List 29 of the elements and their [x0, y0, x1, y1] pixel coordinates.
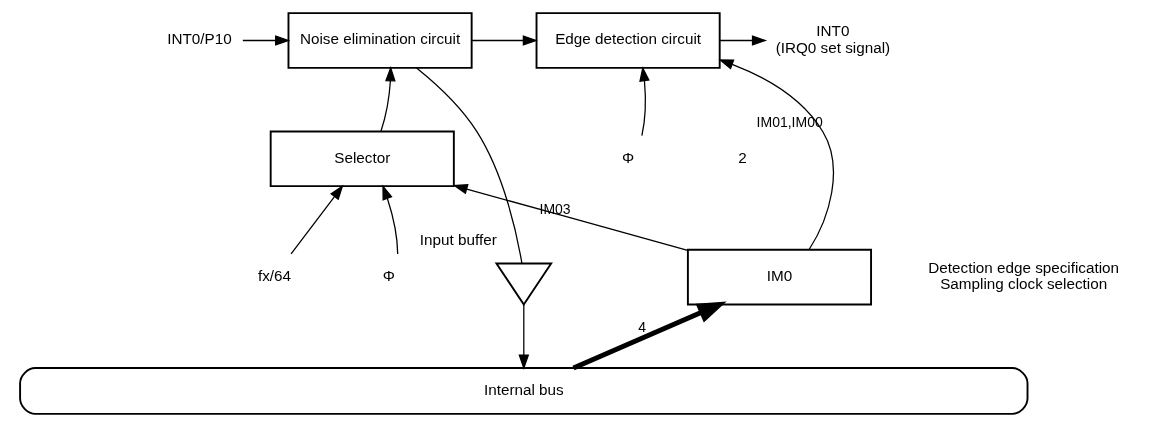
node-box: Selector — [269, 130, 455, 188]
node-triangle — [494, 262, 553, 307]
edge-label: 4 — [637, 319, 646, 336]
arrow — [717, 59, 834, 250]
node-box: Noise elimination circuit — [287, 12, 473, 69]
arrow — [571, 301, 727, 371]
arrow — [718, 35, 767, 46]
node-text: INT0 (IRQ0 set signal) — [775, 22, 890, 56]
node-text: fx/64 — [257, 267, 291, 285]
arrow — [289, 184, 343, 255]
node-box: Edge detection circuit — [535, 12, 721, 69]
arrow — [470, 35, 538, 46]
label: 2 — [737, 148, 747, 166]
node-text: Φ — [621, 148, 634, 166]
node-box: IM0 — [686, 248, 872, 306]
arrow — [241, 35, 290, 46]
node-text: Φ — [382, 267, 395, 285]
arrow — [638, 66, 650, 137]
arrow — [379, 66, 396, 132]
node-text: INT0/P10 — [166, 30, 232, 48]
node-label: Sampling clock selection — [939, 275, 1107, 293]
node-box: Internal bus — [18, 367, 1028, 415]
node-label: Detection edge specification — [927, 258, 1119, 276]
arrow — [517, 304, 529, 370]
edge-label: IM03 — [539, 200, 571, 217]
arrow — [381, 184, 398, 255]
node-label: Input buffer — [419, 231, 497, 249]
arrow — [452, 184, 688, 251]
connector — [415, 67, 523, 264]
